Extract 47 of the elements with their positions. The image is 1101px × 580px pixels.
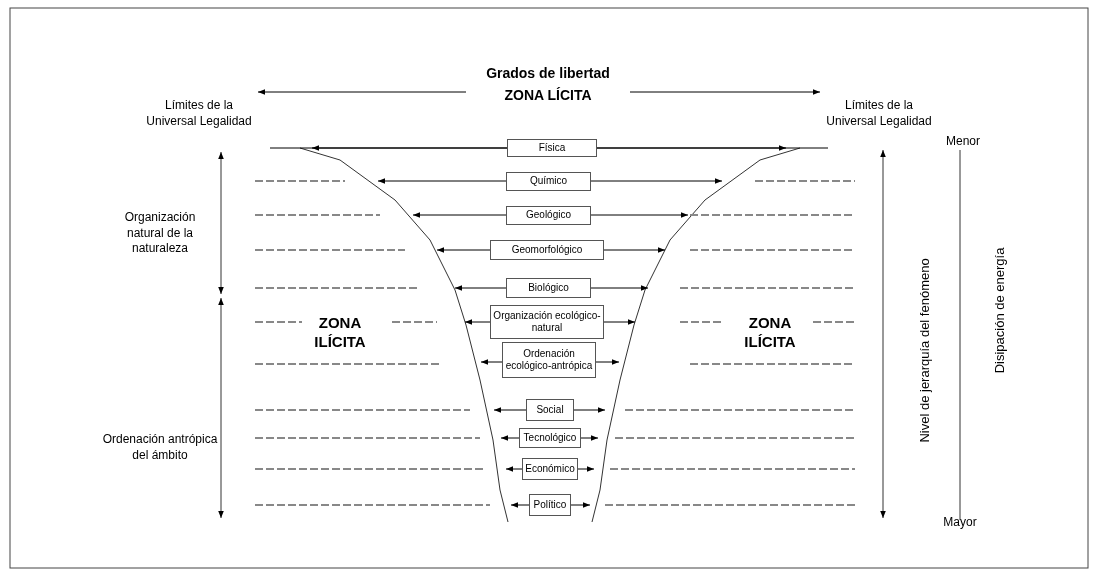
arrow <box>436 247 491 253</box>
level-box: Tecnológico <box>519 428 581 448</box>
arrow <box>596 145 787 151</box>
group-label: Ordenación antrópica del ámbito <box>101 432 219 464</box>
heading-text: Grados de libertad <box>486 65 610 81</box>
arrow <box>505 466 523 472</box>
boundary-label: Límites de la Universal Legalidad <box>820 98 938 130</box>
arrow <box>480 359 503 365</box>
arrow <box>454 285 507 291</box>
arrow <box>573 407 606 413</box>
level-box: Social <box>526 399 574 421</box>
level-box: Ordenación ecológico-antrópica <box>502 342 596 378</box>
boundary-label: Límites de la Universal Legalidad <box>140 98 258 130</box>
arrow <box>311 145 508 151</box>
arrow <box>590 285 649 291</box>
arrow <box>603 319 636 325</box>
arrow <box>493 407 527 413</box>
arrow <box>377 178 507 184</box>
arrow <box>590 178 723 184</box>
arrow <box>629 89 821 95</box>
axis-label: Disipación de energía <box>991 246 1008 376</box>
arrow <box>577 466 595 472</box>
arrow <box>510 502 530 508</box>
zone-label: ZONA ILÍCITA <box>743 314 797 352</box>
arrow <box>464 319 491 325</box>
level-box: Geomorfológico <box>490 240 604 260</box>
level-box: Económico <box>522 458 578 480</box>
arrow <box>595 359 620 365</box>
level-box: Organización ecológico-natural <box>490 305 604 339</box>
level-box: Física <box>507 139 597 157</box>
arrow <box>580 435 599 441</box>
axis-label: Menor <box>945 134 981 150</box>
level-box: Químico <box>506 172 591 191</box>
zone-label: ZONA ILÍCITA <box>313 314 367 352</box>
arrow <box>257 89 467 95</box>
arrow <box>603 247 666 253</box>
arrow <box>570 502 591 508</box>
axis-label: Mayor <box>942 515 978 531</box>
level-box: Geológico <box>506 206 591 225</box>
arrow <box>590 212 689 218</box>
group-label: Organización natural de la naturaleza <box>123 210 197 257</box>
arrow <box>412 212 507 218</box>
level-box: Biológico <box>506 278 591 298</box>
level-box: Político <box>529 494 571 516</box>
axis-label: Nivel de jerarquía del fenómeno <box>916 257 933 445</box>
arrow <box>500 435 520 441</box>
heading-text: ZONA LÍCITA <box>504 87 592 103</box>
